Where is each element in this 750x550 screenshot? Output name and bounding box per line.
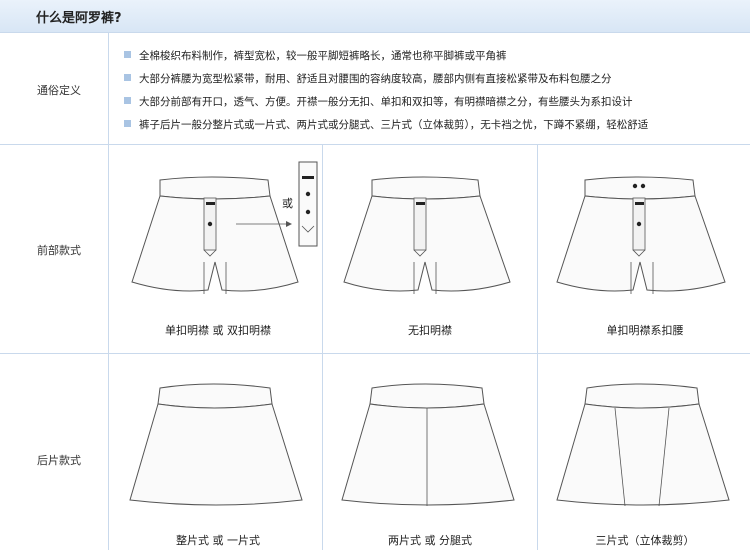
header-bar: 什么是阿罗裤?: [0, 0, 750, 33]
double-button-placket-detail: [298, 161, 318, 247]
definition-bullet: 全棉梭织布料制作，裤型宽松，较一般平脚短裤略长，通常也称平脚裤或平角裤: [124, 48, 507, 63]
row-divider: [0, 144, 750, 145]
definition-bullet: 大部分裤腰为宽型松紧带，耐用、舒适且对腰围的容纳度较高，腰部内侧有直接松紧带及布…: [124, 71, 612, 86]
definition-bullet: 大部分前部有开口，透气、方便。开襟一般分无扣、单扣和双扣等，有明襟暗襟之分，有些…: [124, 94, 633, 109]
front-style-caption: 单扣明襟 或 双扣明襟: [165, 324, 271, 337]
definition-bullet: 裤子后片一般分整片式或一片式、两片式或分腿式、三片式（立体裁剪），无卡裆之忧，下…: [124, 117, 648, 132]
bullet-square-icon: [124, 120, 131, 127]
back-style-caption: 两片式 或 分腿式: [388, 534, 472, 547]
bullet-square-icon: [124, 51, 131, 58]
back-shorts-one-piece-illustration: [129, 383, 303, 506]
back-shorts-three-piece-illustration: [556, 383, 730, 507]
column-divider: [322, 145, 323, 550]
back-style-caption: 整片式 或 一片式: [176, 534, 260, 547]
front-style-caption: 无扣明襟: [408, 324, 452, 337]
front-shorts-no-button-illustration: [343, 176, 511, 294]
front-style-caption: 单扣明襟系扣腰: [606, 324, 684, 337]
definition-label: 通俗定义: [37, 84, 81, 97]
column-divider: [537, 145, 538, 550]
row-divider: [0, 353, 750, 354]
bullet-square-icon: [124, 74, 131, 81]
back-style-label: 后片款式: [37, 454, 81, 467]
page-title: 什么是阿罗裤?: [36, 11, 122, 26]
back-style-caption: 三片式（立体裁剪）: [595, 534, 695, 547]
front-style-label: 前部款式: [37, 244, 81, 257]
bullet-square-icon: [124, 97, 131, 104]
back-shorts-two-piece-illustration: [341, 383, 515, 506]
or-label: 或: [282, 197, 293, 210]
column-divider: [108, 33, 109, 550]
front-shorts-button-placket-illustration: [131, 176, 299, 294]
front-shorts-button-waist-illustration: [556, 176, 726, 294]
